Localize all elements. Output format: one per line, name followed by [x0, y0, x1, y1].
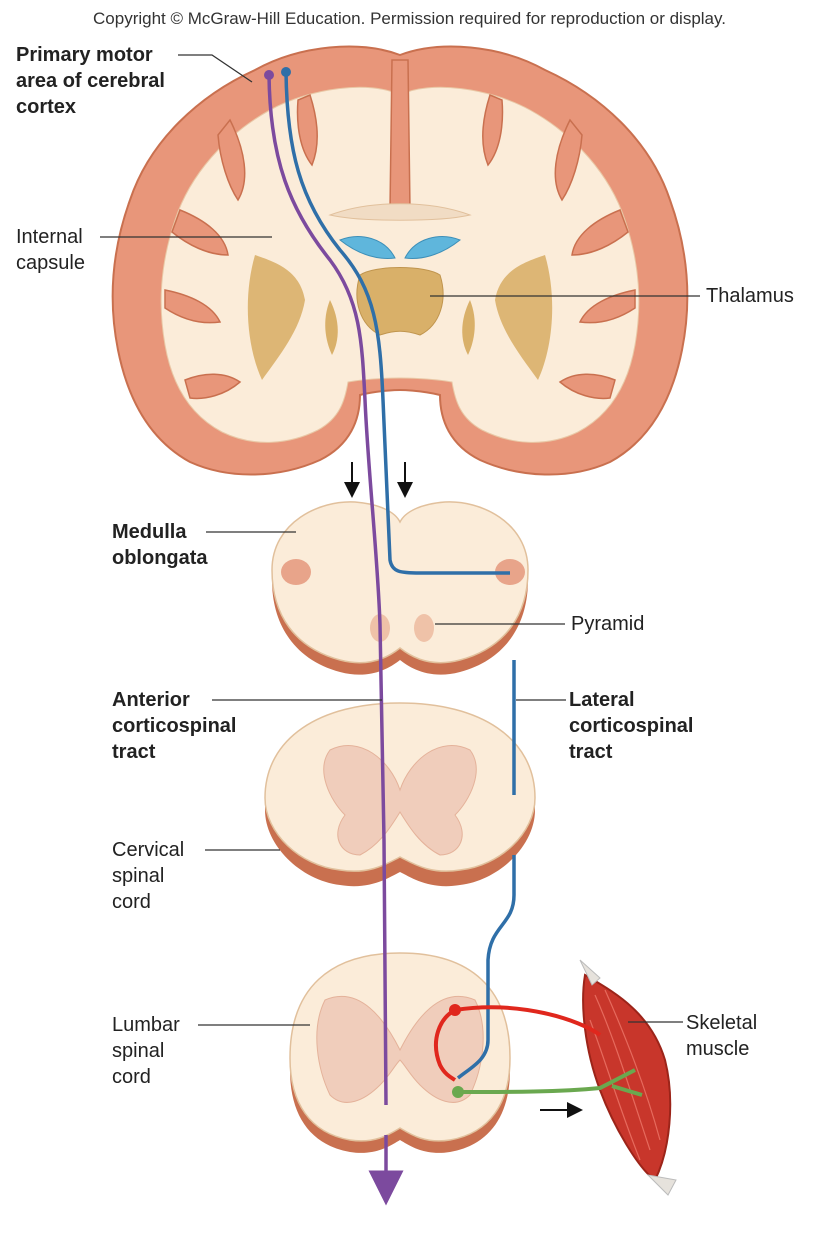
- label-skeletal-muscle: Skeletal muscle: [686, 1012, 758, 1060]
- thalamus: [356, 267, 444, 336]
- pyramid-right: [414, 614, 434, 642]
- lateral-corticospinal-tract: [284, 71, 510, 575]
- label-thalamus: Thalamus: [706, 285, 794, 307]
- label-pyramid: Pyramid: [571, 613, 645, 635]
- copyright-notice: Copyright © McGraw-Hill Education. Permi…: [93, 9, 726, 28]
- red-neuron: [434, 1005, 602, 1082]
- label-cervical-spinal-cord: Cervical spinal cord: [112, 839, 185, 913]
- anterior-corticospinal-tract: [267, 74, 388, 1106]
- medulla-section: [271, 501, 529, 675]
- brain-section: [111, 45, 689, 476]
- lower-motor-neuron: [457, 1068, 643, 1097]
- label-lateral-corticospinal-tract: Lateral corticospinal tract: [569, 689, 694, 763]
- label-lumbar-spinal-cord: Lumbar spinal cord: [112, 1014, 180, 1088]
- label-medulla-oblongata: Medulla oblongata: [112, 521, 208, 569]
- cervical-cord-section: [264, 702, 536, 887]
- leader-lines: [100, 54, 700, 1026]
- lateral-ventricle: [339, 236, 396, 259]
- anterior-tract-origin: [264, 70, 274, 80]
- skeletal-muscle: [579, 959, 677, 1196]
- label-internal-capsule: Internal capsule: [16, 226, 85, 274]
- label-anterior-corticospinal-tract: Anterior corticospinal tract: [112, 689, 237, 763]
- lateral-tract-origin: [281, 67, 291, 77]
- label-primary-motor-area: Primary motor area of cerebral cortex: [16, 44, 165, 118]
- lumbar-cord-section: [289, 952, 511, 1153]
